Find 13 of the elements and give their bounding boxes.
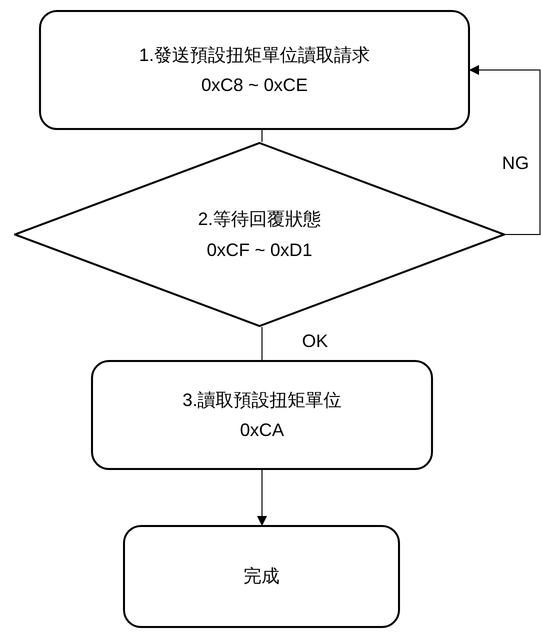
connector-line bbox=[257, 470, 267, 526]
process-box bbox=[91, 360, 433, 470]
step-title: 2.等待回覆狀態 bbox=[198, 208, 321, 230]
step-title: 1.發送預設扭矩單位讀取請求 bbox=[138, 44, 370, 66]
connector-line bbox=[469, 65, 540, 235]
hex-range: 0xC8 ~ 0xCE bbox=[201, 74, 308, 96]
process-box bbox=[39, 10, 470, 130]
process-box bbox=[123, 525, 400, 628]
decision-diamond bbox=[14, 142, 505, 327]
step-title: 3.讀取預設扭矩單位 bbox=[182, 388, 342, 411]
step-title: 完成 bbox=[244, 565, 280, 588]
hex-range: 0xCA bbox=[240, 419, 284, 442]
hex-range: 0xCF ~ 0xD1 bbox=[206, 238, 312, 261]
